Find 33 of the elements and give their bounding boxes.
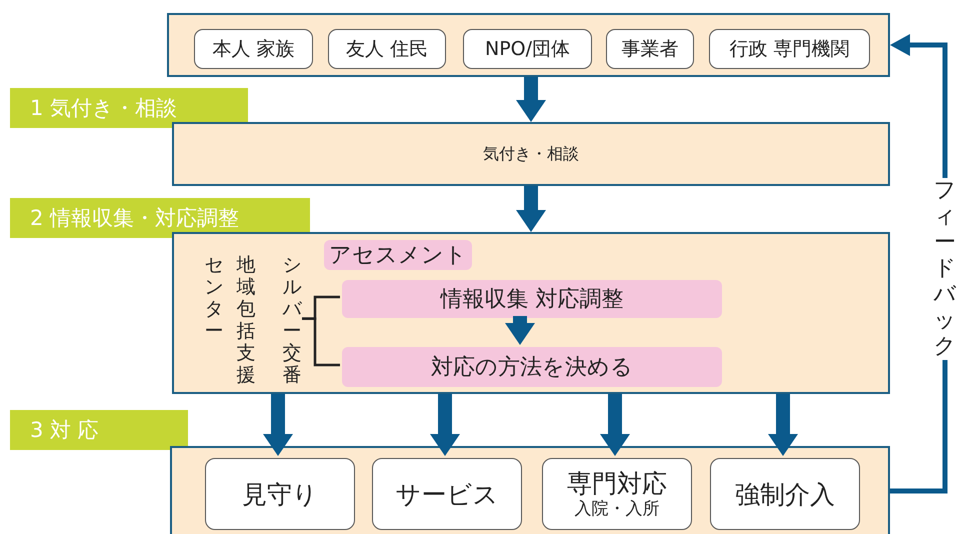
- vertical-label: 地域包括支援センター: [202, 254, 258, 390]
- arrow: [600, 394, 630, 456]
- tag-box: アセスメント: [324, 240, 472, 270]
- arrow: [430, 394, 460, 456]
- step-box: 気付き・相談: [172, 122, 890, 186]
- response-box: 強制介入: [710, 458, 860, 530]
- actor-box: 友人 住民: [328, 29, 446, 69]
- arrow: [768, 394, 798, 456]
- arrow: [263, 394, 293, 456]
- panel: [167, 13, 890, 77]
- panel: [170, 446, 890, 534]
- box-title: 専門対応: [567, 468, 667, 499]
- actor-box: 本人 家族: [194, 29, 313, 69]
- response-box: [542, 458, 692, 530]
- edge-label: フィードバック: [932, 178, 958, 360]
- actor-box: 行政 専門機関: [709, 29, 870, 69]
- response-box: 見守り: [205, 458, 355, 530]
- arrow: [516, 186, 546, 232]
- step-tab: 2 情報収集・対応調整: [10, 198, 310, 238]
- panel: [172, 232, 890, 394]
- step-tab: 1 気付き・相談: [10, 88, 248, 128]
- process-box: 情報収集 対応調整: [342, 280, 722, 318]
- bracket-line: [302, 317, 340, 366]
- step-tab: 3 対 応: [10, 410, 188, 450]
- vertical-label: シルバー交番: [280, 254, 304, 390]
- actor-box: NPO/団体: [463, 29, 592, 69]
- box-subtitle: 入院・入所: [574, 498, 660, 520]
- response-box: サービス: [372, 458, 522, 530]
- process-box: 対応の方法を決める: [342, 347, 722, 387]
- arrow: [505, 316, 535, 345]
- actor-box: 事業者: [606, 29, 694, 69]
- arrow: [516, 77, 546, 122]
- arrow: [890, 34, 948, 494]
